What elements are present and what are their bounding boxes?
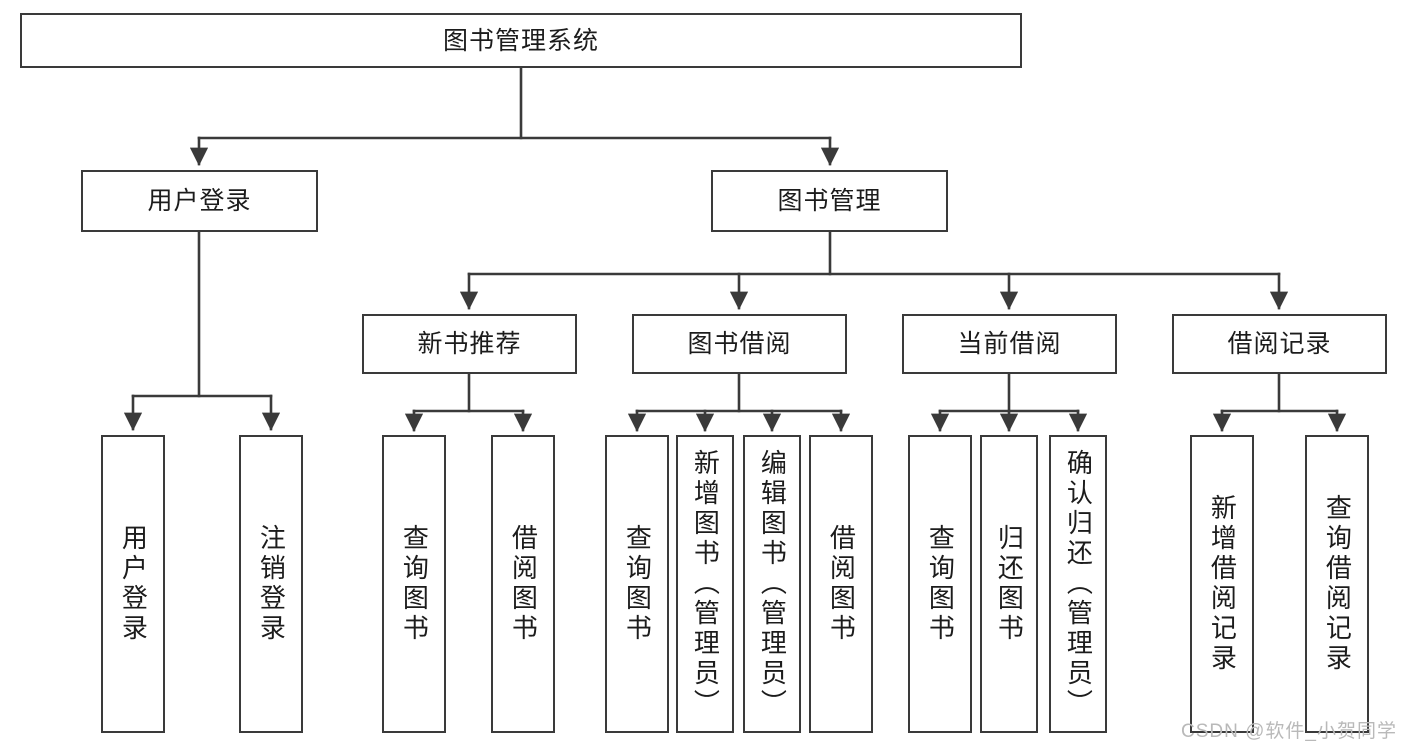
node-new-book-recommend[interactable]: 新书推荐	[362, 314, 577, 374]
node-label: 新增图书（管理员）	[690, 449, 721, 719]
node-book-borrow[interactable]: 图书借阅	[632, 314, 847, 374]
node-root-system[interactable]: 图书管理系统	[20, 13, 1022, 68]
node-leaf-query-book-3[interactable]: 查询图书	[908, 435, 972, 733]
node-user-login[interactable]: 用户登录	[81, 170, 318, 232]
node-label: 用户登录	[118, 524, 149, 644]
node-leaf-query-book-2[interactable]: 查询图书	[605, 435, 669, 733]
node-label: 借阅图书	[826, 524, 857, 644]
node-leaf-borrow-book-2[interactable]: 借阅图书	[809, 435, 873, 733]
node-label: 确认归还（管理员）	[1063, 449, 1094, 719]
node-label: 图书借阅	[687, 330, 792, 358]
node-label: 新增借阅记录	[1207, 494, 1238, 674]
node-label: 新书推荐	[417, 330, 522, 358]
node-label: 归还图书	[994, 524, 1025, 644]
node-leaf-logout[interactable]: 注销登录	[239, 435, 303, 733]
node-leaf-query-borrow-record[interactable]: 查询借阅记录	[1305, 435, 1369, 733]
node-leaf-query-book-1[interactable]: 查询图书	[382, 435, 446, 733]
node-leaf-edit-book[interactable]: 编辑图书（管理员）	[743, 435, 801, 733]
node-label: 查询图书	[399, 524, 430, 644]
node-book-manage[interactable]: 图书管理	[711, 170, 948, 232]
node-label: 当前借阅	[957, 330, 1062, 358]
node-leaf-borrow-book-1[interactable]: 借阅图书	[491, 435, 555, 733]
node-leaf-return-book[interactable]: 归还图书	[980, 435, 1038, 733]
node-label: 借阅记录	[1227, 330, 1332, 358]
node-label: 借阅图书	[508, 524, 539, 644]
node-label: 图书管理	[777, 187, 882, 215]
node-label: 编辑图书（管理员）	[757, 449, 788, 719]
node-leaf-add-book[interactable]: 新增图书（管理员）	[676, 435, 734, 733]
node-leaf-add-borrow-record[interactable]: 新增借阅记录	[1190, 435, 1254, 733]
node-leaf-confirm-return[interactable]: 确认归还（管理员）	[1049, 435, 1107, 733]
node-label: 用户登录	[147, 187, 252, 215]
node-label: 查询借阅记录	[1322, 494, 1353, 674]
node-label: 查询图书	[925, 524, 956, 644]
node-label: 查询图书	[622, 524, 653, 644]
node-borrow-record[interactable]: 借阅记录	[1172, 314, 1387, 374]
node-current-borrow[interactable]: 当前借阅	[902, 314, 1117, 374]
node-label: 图书管理系统	[442, 26, 599, 55]
node-label: 注销登录	[256, 524, 287, 644]
node-leaf-user-login[interactable]: 用户登录	[101, 435, 165, 733]
